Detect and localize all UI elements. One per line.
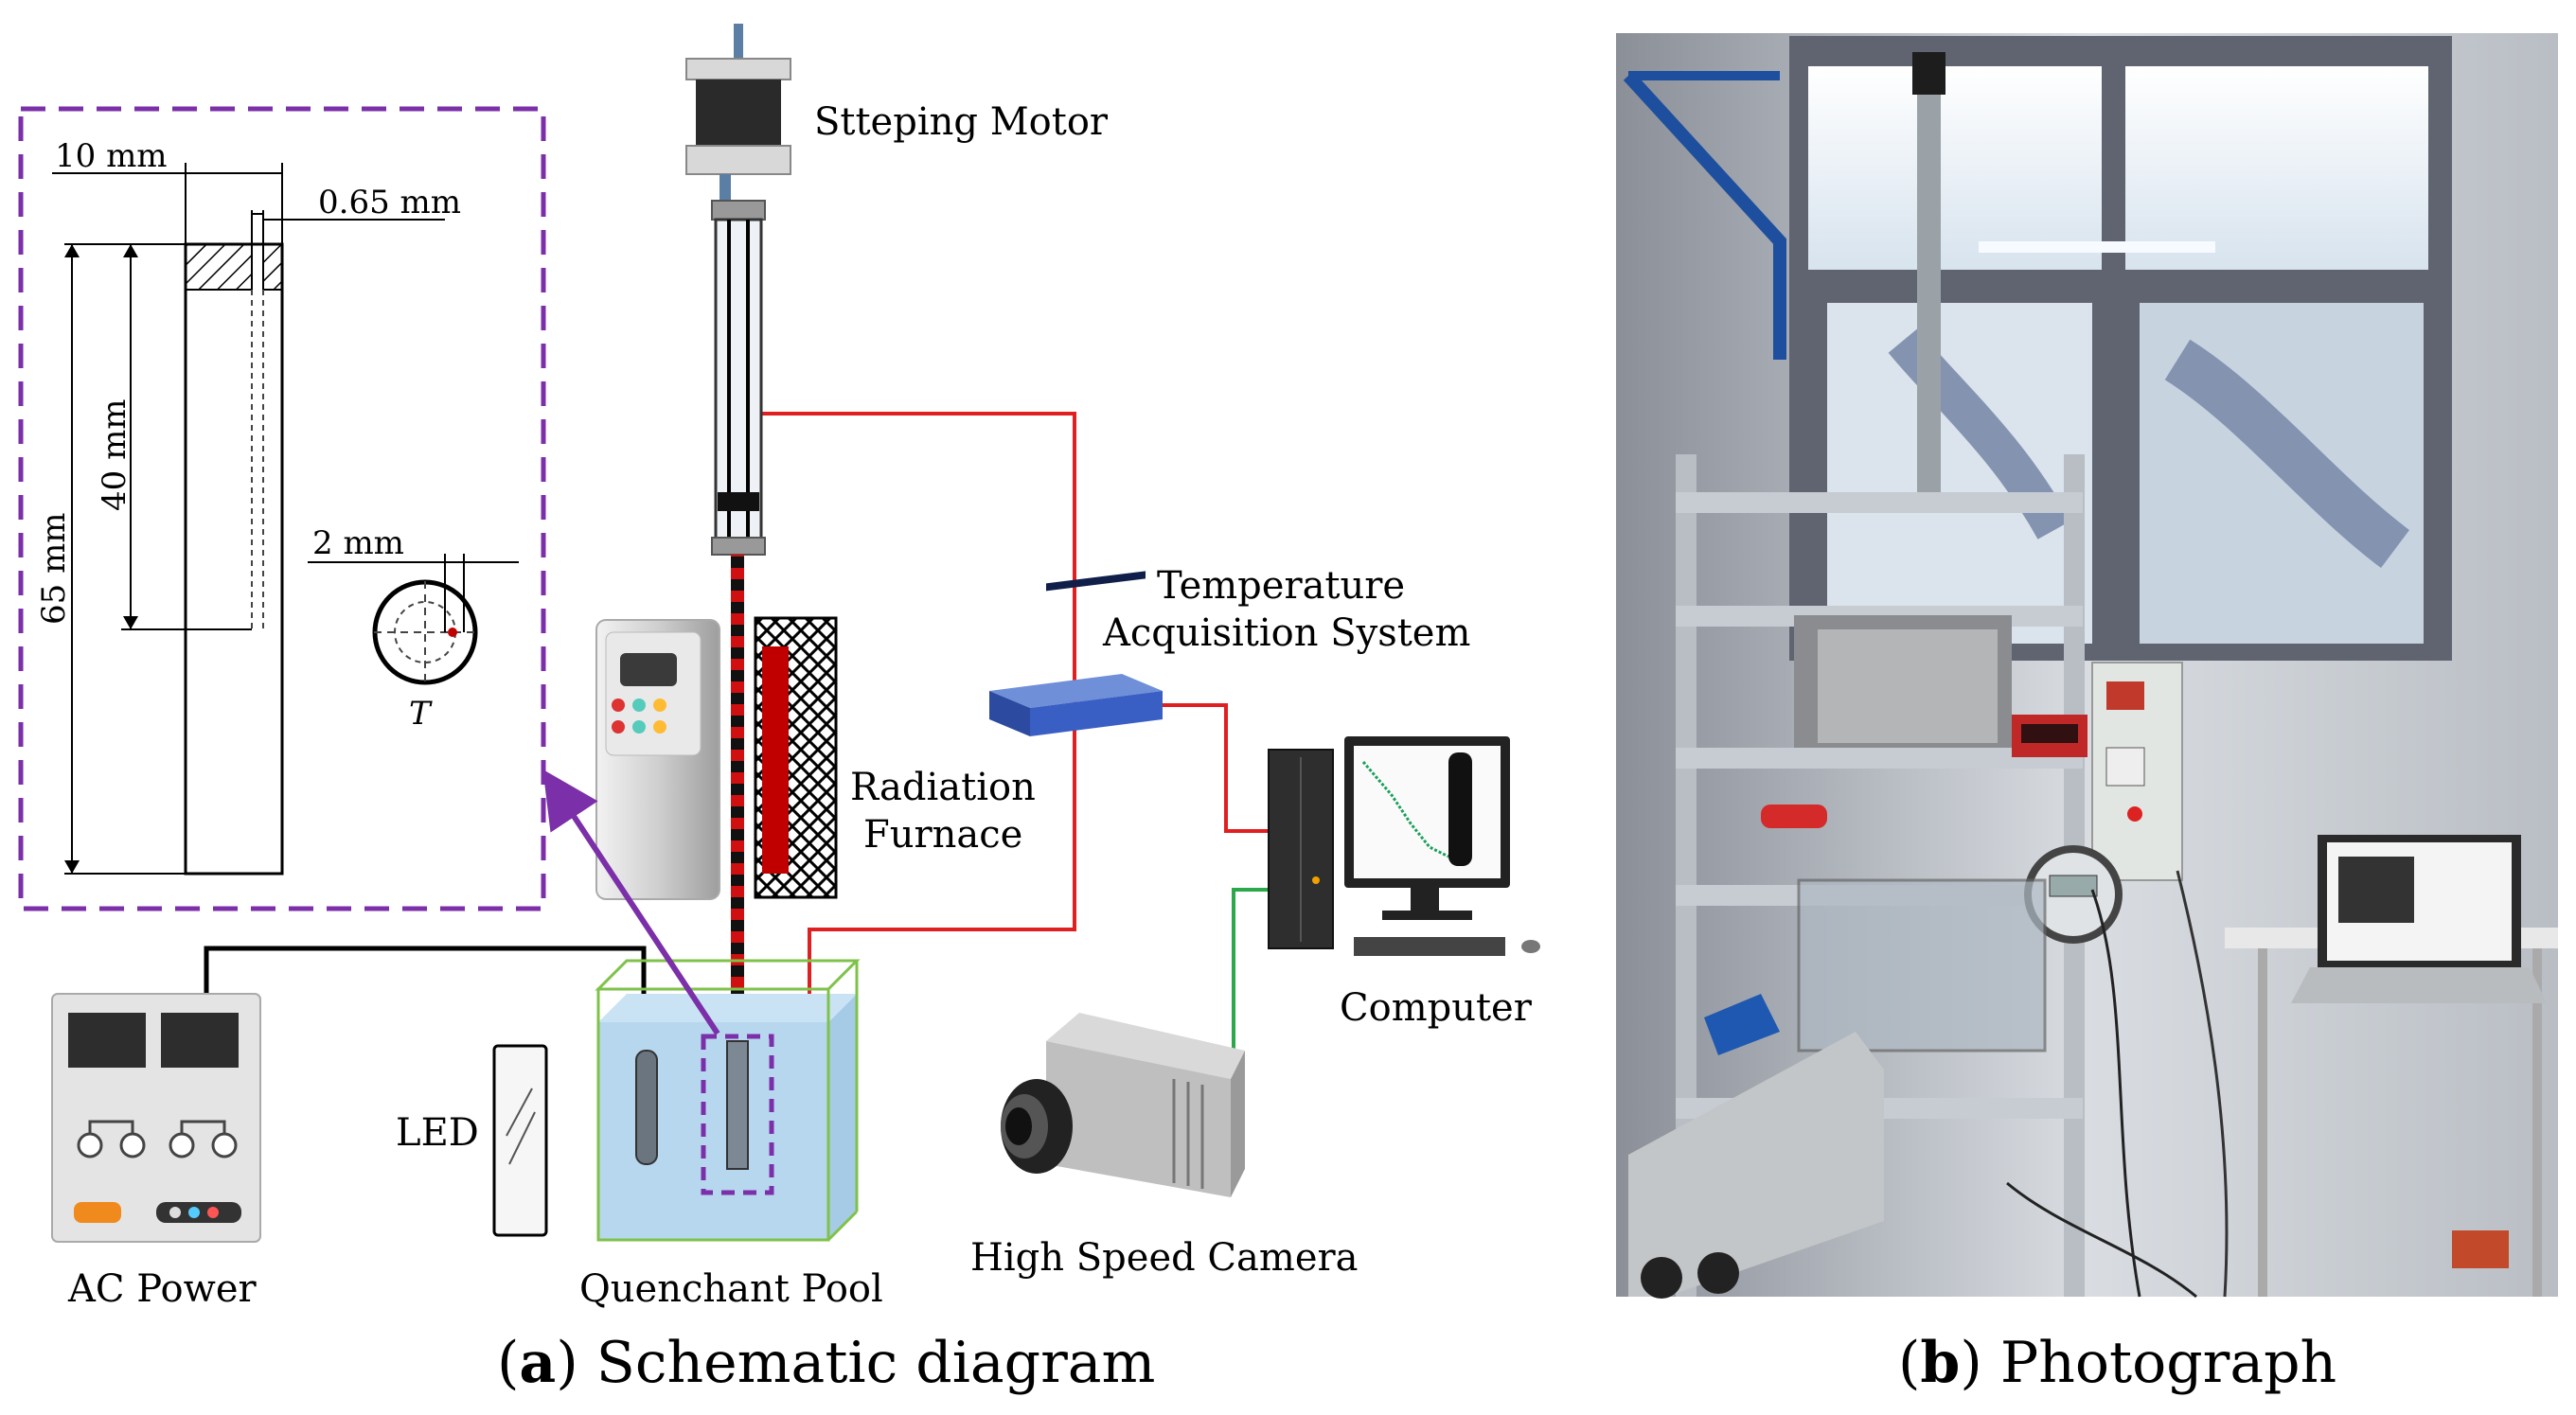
dim-length-label: 65 mm: [35, 512, 73, 625]
ac-power-label: AC Power: [67, 1267, 257, 1311]
caption-b-text: Photograph: [1999, 1330, 2337, 1396]
specimen-body: [184, 242, 284, 876]
ac-power-supply: [51, 993, 261, 1243]
heating-element: [762, 646, 789, 874]
temperature-acquisition-device: [989, 571, 1163, 736]
temp-acq-label-line1: Temperature: [1157, 564, 1405, 608]
acquisition-to-computer-wire: [1141, 703, 1273, 833]
dim-hole-diameter-label: 2 mm: [312, 524, 404, 562]
specimen-hatch-left: [185, 243, 253, 291]
specimen-detail-panel: 10 mm 0.65 mm 65 mm 40 mm 2 mm T: [18, 106, 546, 911]
specimen-rod: [731, 555, 744, 1009]
caption-a-text: Schematic diagram: [595, 1330, 1156, 1396]
dim-hole-offset-label: 0.65 mm: [318, 184, 461, 221]
dim-hole-depth-label: 40 mm: [96, 398, 133, 511]
computer: [1268, 736, 1540, 956]
specimen-arrow: [542, 769, 720, 1035]
stepping-motor-label: Stteping Motor: [814, 100, 1109, 144]
apparatus-photograph: [1616, 33, 2558, 1299]
specimen-hatch-right: [262, 243, 283, 291]
temp-acq-label-line2: Acquisition System: [1102, 611, 1470, 655]
caption-b: (b) Photograph: [1898, 1330, 2337, 1396]
high-speed-camera-label: High Speed Camera: [970, 1236, 1358, 1280]
quenchant-pool: [542, 769, 861, 1242]
caption-a: (a) Schematic diagram: [497, 1330, 1156, 1396]
thermocouple-point: [448, 628, 457, 637]
furnace-label-line2: Furnace: [863, 813, 1022, 857]
computer-label: Computer: [1340, 986, 1533, 1030]
caption-b-letter: b: [1920, 1330, 1961, 1396]
stepping-motor: [685, 24, 791, 175]
caption-a-letter: a: [519, 1330, 557, 1396]
quenchant-pool-label: Quenchant Pool: [579, 1267, 883, 1311]
camera-to-computer-wire: [1232, 888, 1273, 1051]
specimen-dashed-border: [18, 106, 546, 911]
radiation-furnace: [595, 616, 838, 900]
high-speed-camera: [1001, 1013, 1245, 1197]
led-label: LED: [396, 1111, 479, 1155]
specimen-indicator-box: [701, 1034, 774, 1195]
furnace-label-line1: Radiation: [850, 766, 1036, 809]
power-wire: [204, 946, 647, 1070]
dim-width-label: 10 mm: [55, 137, 168, 175]
thermocouple-label: T: [409, 695, 433, 733]
led-light: [492, 1044, 548, 1237]
lift-rail: [711, 174, 766, 1009]
